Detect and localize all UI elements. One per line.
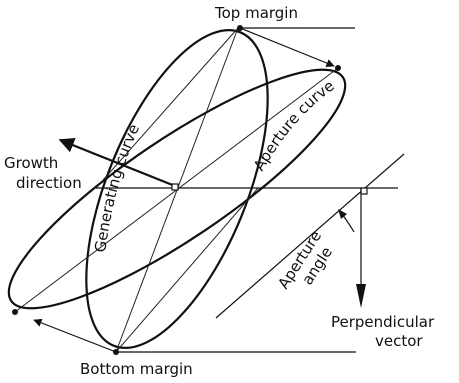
bottom-margin-arrow — [33, 318, 117, 353]
bottom-margin-label: Bottom margin — [80, 360, 193, 378]
perpendicular-vector-label-line2: vector — [375, 332, 423, 350]
aperture-angle-arrowhead — [338, 209, 347, 219]
top-margin-point — [237, 25, 243, 31]
growth-direction-label-line2: direction — [16, 174, 82, 192]
aperture-plane-line — [215, 153, 405, 319]
centre-point-square — [171, 183, 179, 191]
bottom-margin-point — [113, 349, 119, 355]
perpendicular-vector-arrowhead — [356, 284, 366, 308]
growth-direction-label-line1: Growth — [4, 154, 58, 172]
aperture-bottom-point — [12, 309, 18, 315]
top-margin-arrow — [239, 27, 335, 68]
generating-curve — [85, 29, 269, 349]
diagonal-chord-line — [95, 27, 239, 189]
right-angle-mark — [360, 187, 368, 195]
aperture-curve — [7, 68, 347, 310]
growth-direction-arrow — [58, 137, 176, 188]
top-margin-label: Top margin — [214, 4, 298, 22]
aperture-top-point — [335, 65, 341, 71]
aperture-angle-arrow — [341, 213, 355, 233]
perpendicular-vector-label-line1: Perpendicular — [331, 313, 435, 331]
diagonal-chord-line-2 — [115, 187, 259, 353]
